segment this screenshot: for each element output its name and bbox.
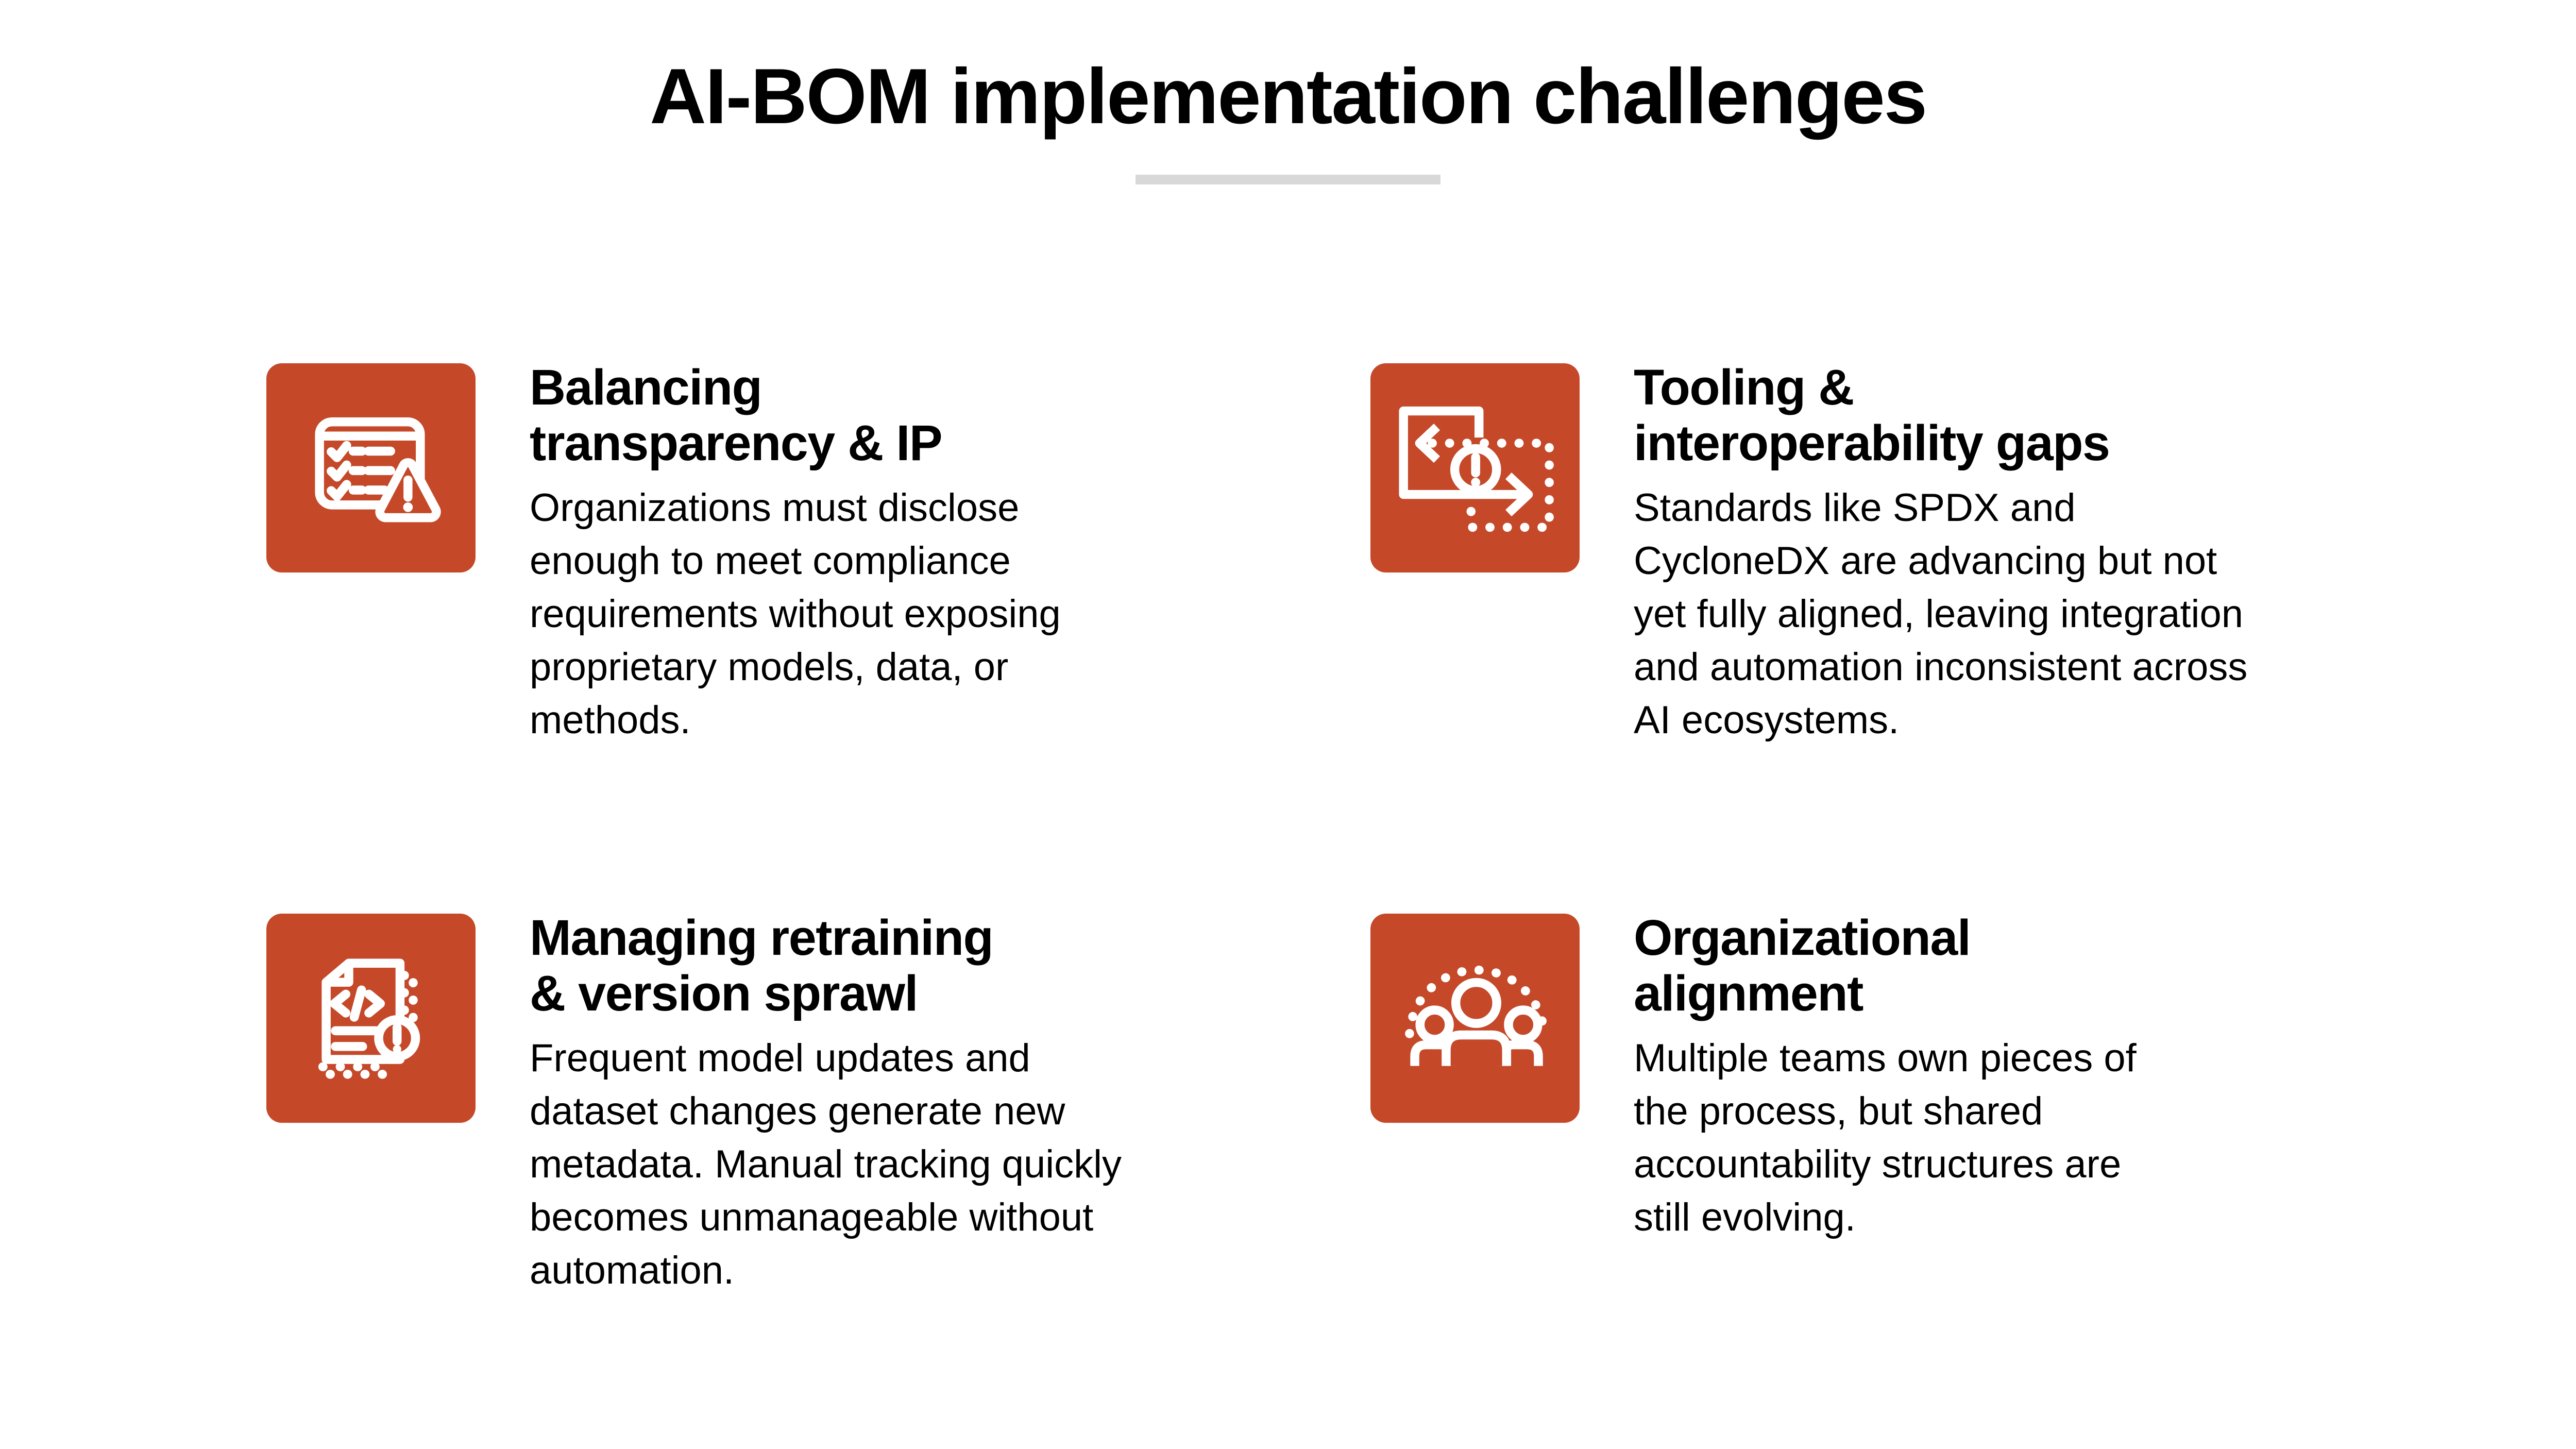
team-alignment-icon: [1370, 914, 1580, 1123]
card-heading: Tooling & interoperability gaps: [1634, 359, 2110, 471]
interoperability-warning-icon: [1370, 363, 1580, 572]
card-body: Standards like SPDX and CycloneDX are ad…: [1634, 486, 2248, 742]
card-heading: Balancing transparency & IP: [530, 359, 943, 471]
card-text-block: Managing retraining & version sprawl Fre…: [530, 910, 1122, 1297]
page-title: AI-BOM implementation challenges: [650, 53, 1927, 140]
card-text-block: Balancing transparency & IP Organization…: [530, 360, 1061, 747]
card-body: Multiple teams own pieces of the process…: [1634, 1036, 2137, 1239]
card-retraining-version-sprawl: Managing retraining & version sprawl Fre…: [266, 910, 1122, 1297]
title-divider: [1136, 175, 1440, 184]
card-balancing-transparency-ip: Balancing transparency & IP Organization…: [266, 360, 1061, 747]
card-organizational-alignment: Organizational alignment Multiple teams …: [1370, 910, 2137, 1244]
card-body: Organizations must disclose enough to me…: [530, 486, 1061, 742]
code-document-warning-icon: [266, 914, 476, 1123]
card-heading: Organizational alignment: [1634, 909, 1971, 1021]
card-text-block: Organizational alignment Multiple teams …: [1634, 910, 2137, 1244]
card-text-block: Tooling & interoperability gaps Standard…: [1634, 360, 2247, 747]
checklist-warning-icon: [266, 363, 476, 572]
card-body: Frequent model updates and dataset chang…: [530, 1036, 1122, 1292]
card-tooling-interoperability-gaps: Tooling & interoperability gaps Standard…: [1370, 360, 2247, 747]
card-heading: Managing retraining & version sprawl: [530, 909, 994, 1021]
